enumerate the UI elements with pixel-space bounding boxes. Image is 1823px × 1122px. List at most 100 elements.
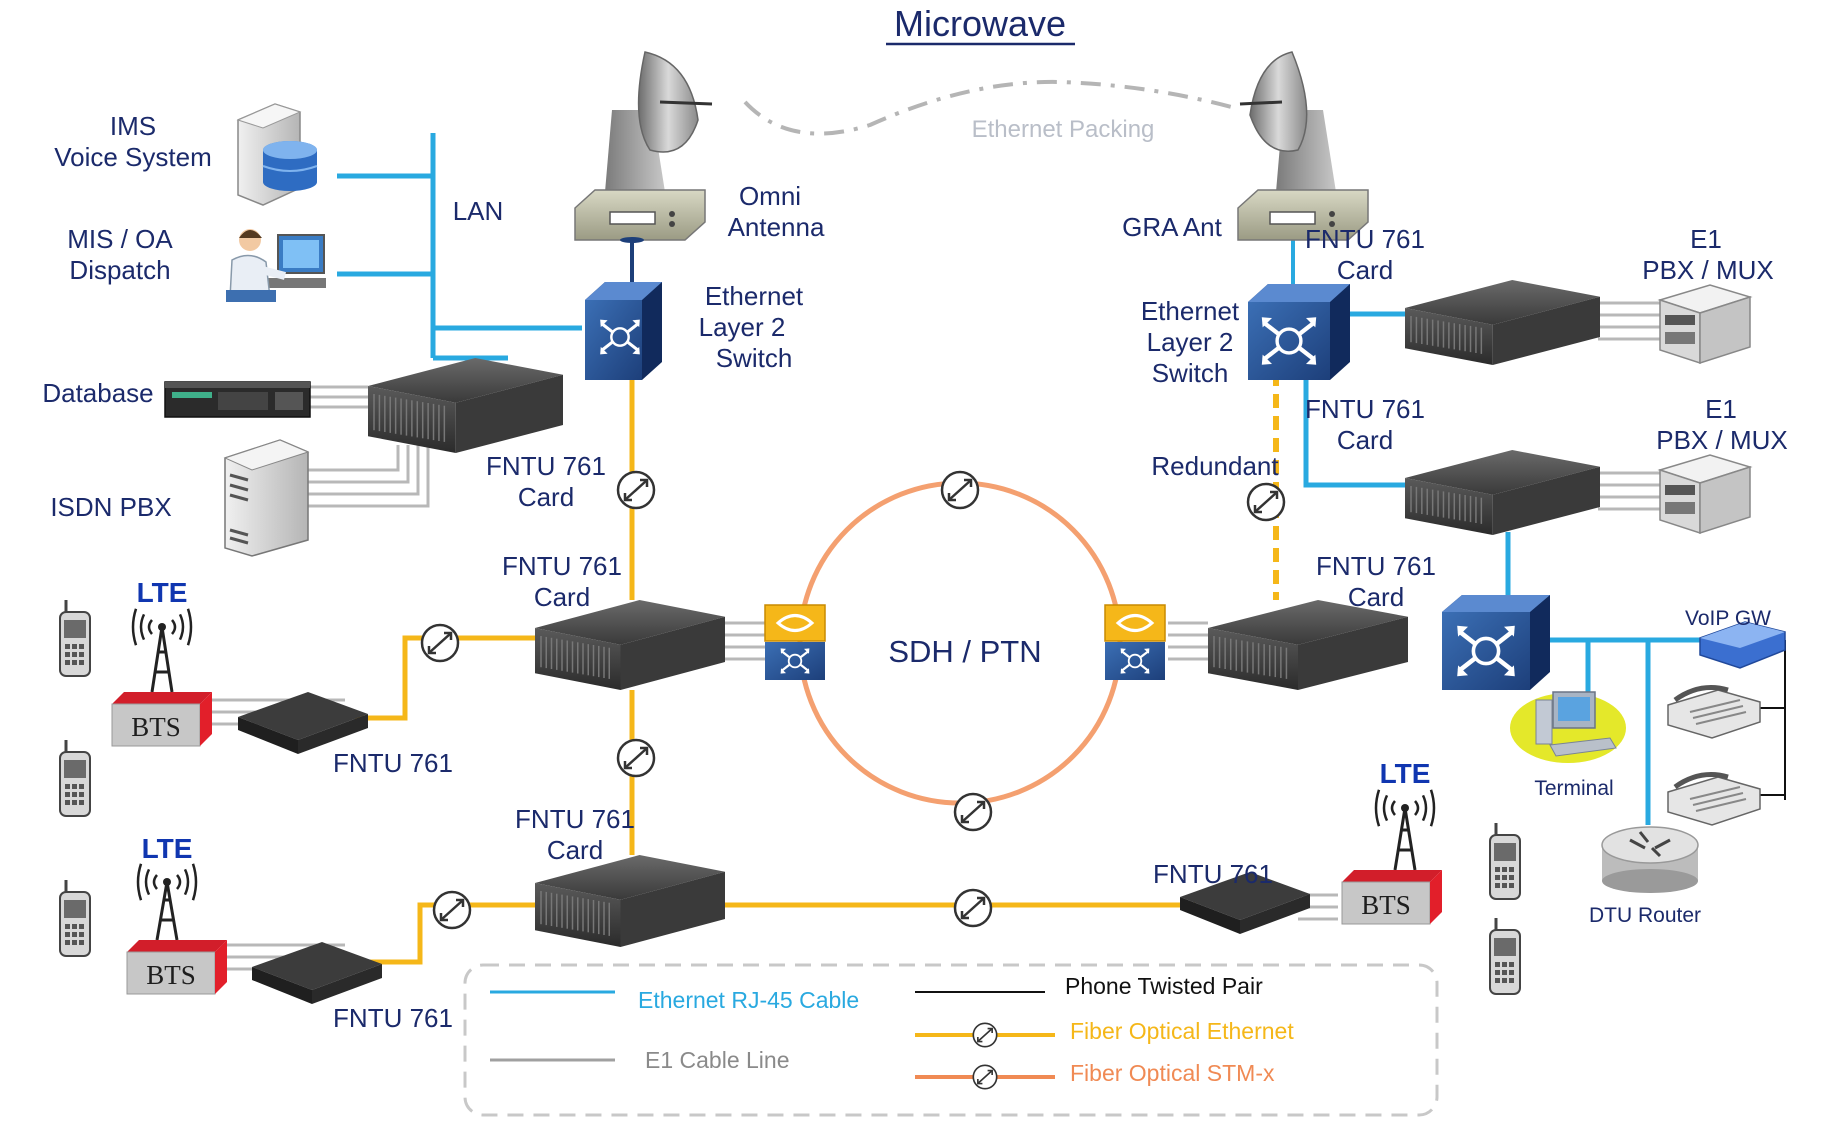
dtu-router-label: DTU Router [1589, 904, 1701, 927]
legend-phone-label: Phone Twisted Pair [1065, 973, 1263, 999]
lte-tower-icon-2 [136, 863, 198, 941]
ethernet-switch-bottom-right-icon [1442, 595, 1550, 690]
e1-label-1: E1 [1690, 224, 1722, 254]
lte-tower-icon-3 [1374, 789, 1436, 871]
fntu-card-label-3b: Card [547, 835, 603, 865]
eth-switch-left-line2: Layer 2 [699, 312, 786, 342]
fiber-node-3 [616, 738, 656, 778]
sdh-adm-left-icon [764, 604, 826, 680]
lte-tower-icon-1 [131, 608, 193, 693]
radio-unit-right-icon [1237, 189, 1369, 241]
eth-switch-right-line1: Ethernet [1141, 296, 1240, 326]
fiber-node-8 [1246, 482, 1286, 522]
voice-system-label: Voice System [54, 142, 212, 172]
database-label: Database [42, 378, 153, 408]
fiber-node-6 [940, 470, 980, 510]
lte-label-1: LTE [137, 577, 188, 608]
fntu-card-label-5b: Card [1337, 425, 1393, 455]
legend [463, 963, 1439, 1117]
fntu-card-label-5a: FNTU 761 [1305, 394, 1425, 424]
microwave-link [743, 79, 1236, 136]
phone-pair [1760, 640, 1786, 800]
bts-label: BTS [146, 960, 196, 990]
ethernet-switch-left-icon [585, 282, 662, 380]
legend-fiber-ethernet-label: Fiber Optical Ethernet [1070, 1018, 1294, 1044]
fntu-card-label-6a: FNTU 761 [1316, 551, 1436, 581]
fntu-card-label-4a: FNTU 761 [1305, 224, 1425, 254]
eth-switch-left-line1: Ethernet [705, 281, 804, 311]
terminal-label: Terminal [1534, 777, 1613, 800]
fntu-modem-icon-2 [252, 942, 382, 1004]
bts-unit-3: BTS [1341, 870, 1442, 925]
e1-ring-right [1168, 621, 1208, 661]
mobile-phone-icon-4 [1489, 823, 1521, 900]
mobile-phone-icon-2 [59, 740, 91, 817]
ims-server-icon [236, 103, 318, 206]
fntu-card-box-2 [535, 600, 725, 690]
redundant-label: Redundant [1151, 451, 1279, 481]
bts-devices: BTS BTS BTS [59, 600, 1521, 1004]
e1-database [308, 385, 368, 409]
microwave-dish-left-icon [605, 51, 713, 192]
bts-label: BTS [1361, 890, 1411, 920]
pbx-mux-label-2: PBX / MUX [1656, 425, 1787, 455]
database-server-icon [164, 381, 311, 418]
fntu-card-label-1b: Card [518, 482, 574, 512]
fiber-card-to-bts-top [355, 635, 535, 721]
fntu-card-box-3 [535, 855, 725, 947]
fntu-modem-label-3: FNTU 761 [1153, 859, 1273, 889]
mobile-phone-icon-5 [1489, 918, 1521, 995]
terminal-icon [1510, 691, 1626, 763]
isdn-pbx-icon [223, 439, 310, 557]
radio-unit-left-icon [574, 189, 706, 243]
desk-phone-icon-2 [1667, 772, 1761, 826]
fntu-card-box-4 [1208, 600, 1408, 690]
dtu-router-icon [1601, 826, 1699, 893]
eth-switch-left-line3: Switch [716, 343, 793, 373]
diagram-title: Microwave [894, 3, 1066, 44]
bts-unit-2: BTS [126, 940, 227, 995]
ring-label: SDH / PTN [888, 634, 1041, 669]
antenna-label: Antenna [728, 212, 825, 242]
labels: Microwave Ethernet Packing IMS Voice Sys… [42, 3, 1787, 1086]
fntu-card-label-1a: FNTU 761 [486, 451, 606, 481]
dispatch-label: Dispatch [69, 255, 170, 285]
legend-e1-label: E1 Cable Line [645, 1047, 790, 1073]
pbx-mux-box-1 [1657, 284, 1753, 365]
fiber-node-5 [953, 888, 993, 928]
fntu-card-box-1 [368, 358, 563, 453]
fiber-card-to-bts-bottom [368, 902, 535, 965]
desk-phone-icon-1 [1667, 685, 1761, 739]
fntu-modem-label-2: FNTU 761 [333, 1003, 453, 1033]
fntu-card-devices [368, 280, 1600, 947]
pbx-mux-box-2 [1657, 454, 1753, 535]
legend-fiber-stm-label: Fiber Optical STM-x [1070, 1060, 1275, 1086]
lte-label-3: LTE [1380, 758, 1431, 789]
fntu-card-label-2b: Card [534, 582, 590, 612]
lte-label-2: LTE [142, 833, 193, 864]
fiber-node-7 [953, 792, 993, 832]
e1-pbx-top [1598, 301, 1660, 341]
eth-switch-right-line3: Switch [1152, 358, 1229, 388]
pbx-mux-label-1: PBX / MUX [1642, 255, 1773, 285]
e1-label-2: E1 [1705, 394, 1737, 424]
mobile-phone-icon-1 [59, 600, 91, 677]
bts-unit-1: BTS [111, 692, 212, 747]
bts-label: BTS [131, 712, 181, 742]
fntu-card-label-2a: FNTU 761 [502, 551, 622, 581]
pbx-mux-devices [1657, 284, 1753, 535]
switch-right-fntu-mid [1303, 372, 1405, 488]
omni-label: Omni [739, 181, 801, 211]
voip-gateway-icon [1699, 621, 1786, 669]
fntu-card-label-4b: Card [1337, 255, 1393, 285]
e1-isdn [308, 445, 430, 508]
fntu-modem-icon-3 [1180, 872, 1310, 934]
mobile-phone-icon-3 [59, 880, 91, 957]
fntu-card-box-6 [1405, 450, 1600, 535]
ims-label: IMS [110, 111, 156, 141]
microwave-dish-right-icon [1239, 51, 1336, 192]
fntu-card-box-5 [1405, 280, 1600, 365]
fiber-node-2 [420, 623, 460, 663]
ethernet-packing-label: Ethernet Packing [972, 116, 1155, 143]
